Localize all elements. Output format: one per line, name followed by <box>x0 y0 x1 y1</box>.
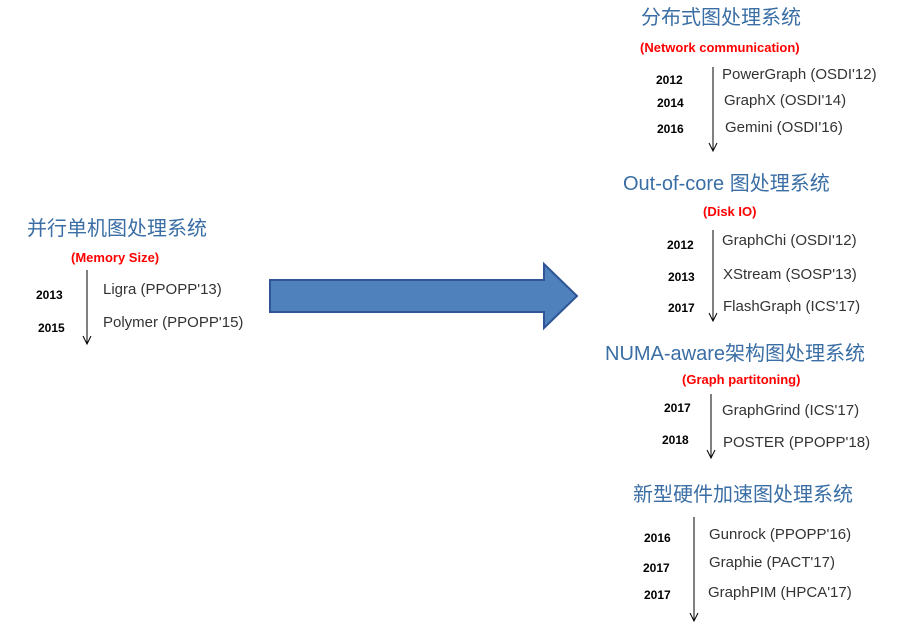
group2-system-1: GraphChi (OSDI'12) <box>722 232 857 249</box>
group2-year-1: 2012 <box>667 238 694 252</box>
group4-year-1: 2016 <box>644 531 671 545</box>
group3-title: NUMA-aware架构图处理系统 <box>605 343 866 365</box>
group3-year-1: 2017 <box>664 401 691 415</box>
left-system-1: Ligra (PPOPP'13) <box>103 281 222 298</box>
group1-year-3: 2016 <box>657 122 684 136</box>
group3-system-2: POSTER (PPOPP'18) <box>723 434 871 451</box>
group4-title: 新型硬件加速图处理系统 <box>633 484 853 506</box>
left-year-2: 2015 <box>38 321 65 335</box>
group2-year-3: 2017 <box>668 301 695 315</box>
group1-year-1: 2012 <box>656 73 683 87</box>
left-group-title: 并行单机图处理系统 <box>27 218 207 240</box>
group4-system-3: GraphPIM (HPCA'17) <box>708 584 852 601</box>
group3-system-1: GraphGrind (ICS'17) <box>722 402 860 419</box>
group3-subtitle: (Graph partitoning) <box>682 372 801 387</box>
group4-year-3: 2017 <box>644 588 671 602</box>
left-year-1: 2013 <box>36 288 63 302</box>
group4-system-2: Graphie (PACT'17) <box>709 554 835 571</box>
left-system-2: Polymer (PPOPP'15) <box>103 314 244 331</box>
group1-timeline-arrow <box>708 67 718 153</box>
group1-year-2: 2014 <box>657 96 684 110</box>
group4-year-2: 2017 <box>643 561 670 575</box>
left-timeline-arrow <box>82 270 92 346</box>
group1-system-2: GraphX (OSDI'14) <box>724 92 847 109</box>
group3-timeline-arrow <box>706 394 716 460</box>
group2-system-3: FlashGraph (ICS'17) <box>723 298 861 315</box>
group1-system-1: PowerGraph (OSDI'12) <box>722 66 877 83</box>
group1-system-3: Gemini (OSDI'16) <box>725 119 843 136</box>
group3-year-2: 2018 <box>662 433 689 447</box>
big-right-arrow <box>269 261 579 331</box>
group2-subtitle: (Disk IO) <box>703 204 757 219</box>
group2-timeline-arrow <box>708 230 718 323</box>
group1-title: 分布式图处理系统 <box>641 7 801 29</box>
group4-timeline-arrow <box>689 517 699 623</box>
group2-system-2: XStream (SOSP'13) <box>723 266 857 283</box>
group2-title: Out-of-core 图处理系统 <box>623 173 830 195</box>
left-group-subtitle: (Memory Size) <box>71 250 160 265</box>
group1-subtitle: (Network communication) <box>640 40 800 55</box>
group2-year-2: 2013 <box>668 270 695 284</box>
group4-system-1: Gunrock (PPOPP'16) <box>709 526 852 543</box>
